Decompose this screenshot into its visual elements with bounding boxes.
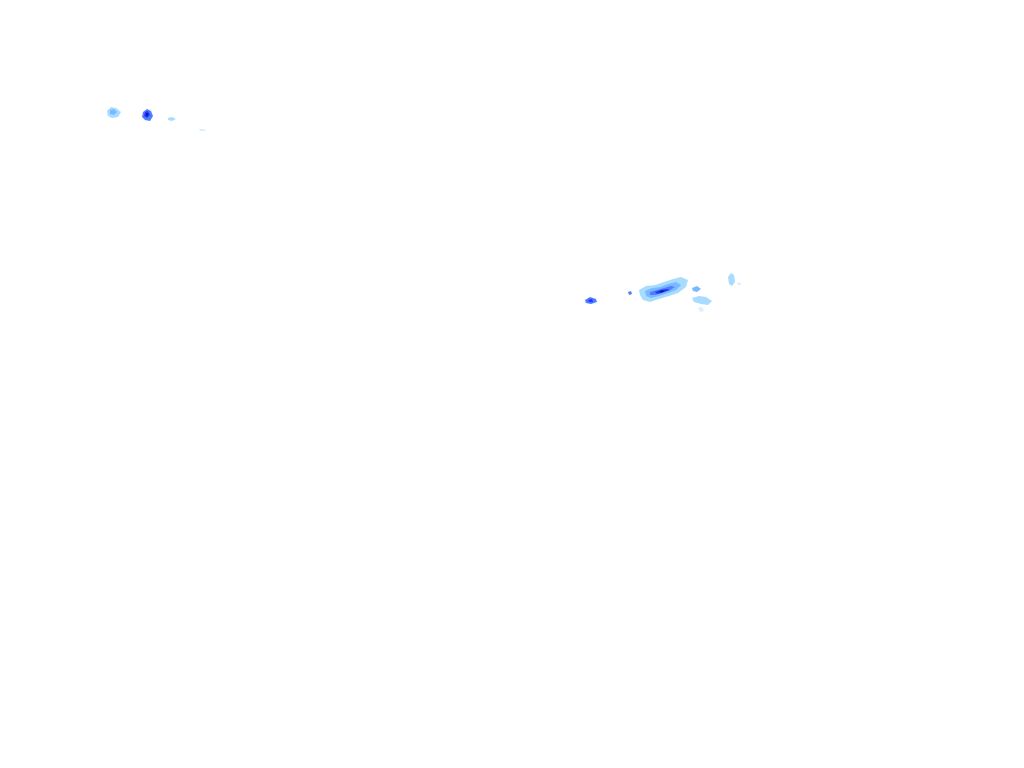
rain-cell [588,299,593,302]
rain-cell [199,129,206,131]
rain-cell [728,273,735,286]
rain-cell-cluster-east [585,273,741,312]
rain-cell [628,291,632,295]
rain-cell-cluster-northwest [107,107,206,131]
rain-cell [146,113,148,116]
rain-cell [692,296,712,305]
rain-cell [737,282,741,285]
rain-cell [659,290,665,293]
rain-cell [168,117,176,121]
rain-cell [698,307,704,312]
rain-cell [692,286,701,292]
rain-cell [110,109,117,115]
